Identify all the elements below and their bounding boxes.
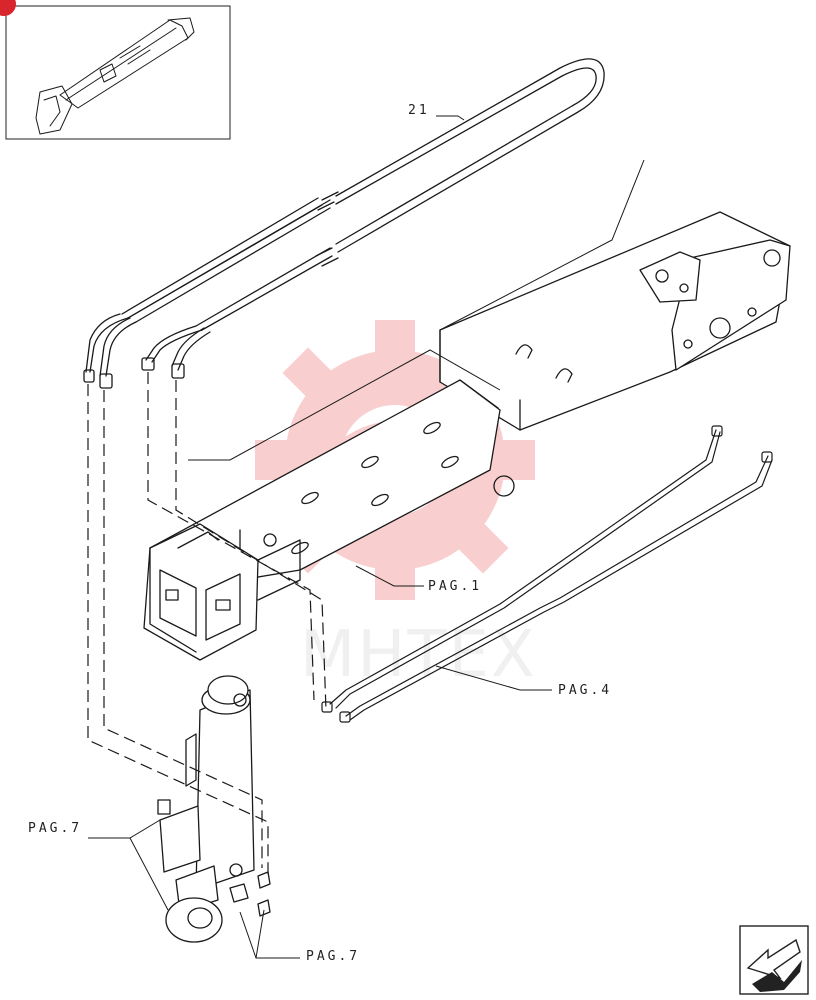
watermark-text: MHTEX <box>300 618 537 692</box>
hose-assembly[interactable] <box>83 58 605 389</box>
callout-pag-4[interactable]: PAG.4 <box>558 683 612 698</box>
callout-pag-7-lower[interactable]: PAG.7 <box>306 949 360 964</box>
next-page-arrow-icon[interactable] <box>739 925 809 995</box>
connection-dashes <box>87 372 327 880</box>
rigid-pipes[interactable] <box>321 425 773 723</box>
callout-21[interactable]: 21 <box>408 103 430 118</box>
locator-thumbnail[interactable] <box>0 0 231 140</box>
telescopic-boom[interactable] <box>143 211 791 661</box>
hydraulic-cylinder[interactable] <box>157 675 271 943</box>
callout-pag-1[interactable]: PAG.1 <box>428 579 482 594</box>
thumbnail-badge <box>0 0 16 16</box>
thumbnail-boom-icon <box>35 17 195 135</box>
leader-lines <box>88 115 645 959</box>
callout-pag-7-upper[interactable]: PAG.7 <box>28 821 82 836</box>
